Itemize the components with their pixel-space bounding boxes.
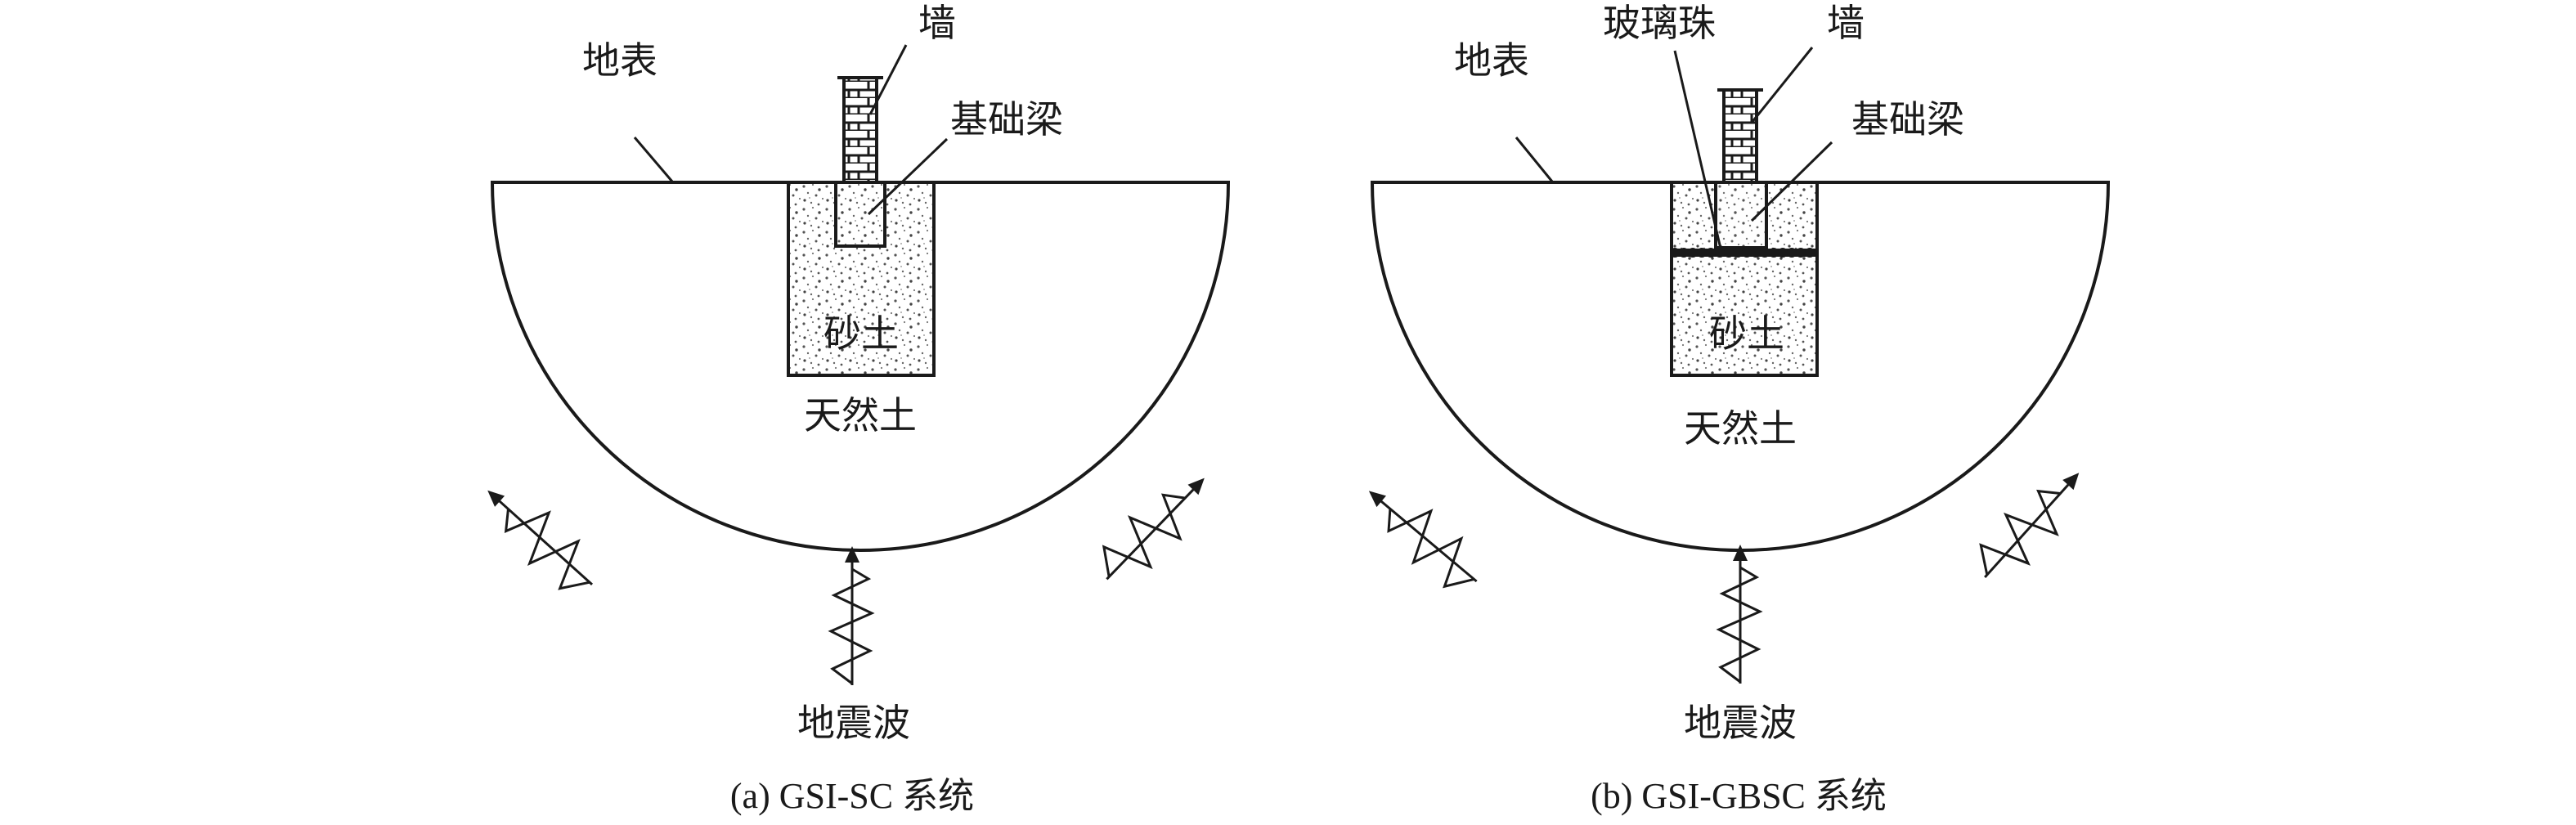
glass-bead — [1679, 248, 1689, 258]
glass-bead — [1706, 248, 1716, 258]
label-wall-b: 墙 — [1827, 1, 1865, 45]
wall-b — [1722, 88, 1758, 184]
label-glass-b: 玻璃珠 — [1603, 1, 1716, 45]
glass-bead — [1724, 248, 1734, 258]
label-soil-a: 天然土 — [804, 393, 917, 437]
label-wave-a: 地震波 — [797, 701, 910, 745]
glass-bead — [1742, 248, 1752, 258]
leader-beam-a — [867, 137, 949, 216]
glass-bead — [1769, 248, 1779, 258]
label-sand-b: 砂土 — [1709, 312, 1784, 356]
label-surface-a: 地表 — [582, 38, 657, 83]
label-beam-b: 基础梁 — [1851, 97, 1964, 141]
leader-glass-b — [1673, 50, 1722, 249]
glass-bead — [1760, 248, 1770, 258]
seismic-wave-bottom-b — [1716, 545, 1763, 684]
glass-bead — [1715, 248, 1725, 258]
seismic-wave-bottom-a — [828, 546, 875, 685]
label-wall-a: 墙 — [918, 1, 956, 45]
seismic-wave-left-a — [487, 490, 594, 590]
glass-bead — [1697, 248, 1707, 258]
glass-bead — [1751, 248, 1761, 258]
leader-surface-a — [633, 137, 674, 182]
leader-surface-b — [1515, 137, 1554, 182]
glass-bead — [1787, 248, 1797, 258]
leader-beam-b — [1750, 141, 1833, 222]
label-sand-a: 砂土 — [824, 312, 899, 356]
glass-bead — [1670, 248, 1680, 258]
label-soil-b: 天然土 — [1684, 406, 1797, 451]
foundation-beam-a — [834, 181, 886, 248]
panel-b: 地表 玻璃珠 墙 基础梁 砂土 天然土 地震波 (b) GSI-GBSC 系统 — [1368, 1, 2111, 816]
caption-a: (a) GSI-SC 系统 — [730, 776, 974, 816]
seismic-wave-right-b — [1979, 473, 2080, 579]
glass-bead — [1688, 248, 1698, 258]
glass-bead — [1796, 248, 1806, 258]
label-beam-a: 基础梁 — [950, 97, 1063, 141]
glass-bead — [1805, 248, 1815, 258]
glass-bead — [1778, 248, 1788, 258]
wall-a — [842, 76, 878, 184]
seismic-wave-right-a — [1102, 478, 1205, 581]
leader-wall-b — [1750, 47, 1814, 123]
glass-bead-layer-b — [1670, 248, 1817, 258]
panel-a: 地表 墙 基础梁 砂土 天然土 地震波 (a) GSI-SC 系统 — [487, 1, 1231, 816]
seismic-wave-left-b — [1368, 491, 1478, 589]
label-surface-b: 地表 — [1454, 38, 1529, 83]
glass-bead — [1733, 248, 1743, 258]
caption-b: (b) GSI-GBSC 系统 — [1591, 776, 1887, 816]
label-wave-b: 地震波 — [1684, 701, 1797, 745]
leader-wall-a — [868, 44, 908, 115]
